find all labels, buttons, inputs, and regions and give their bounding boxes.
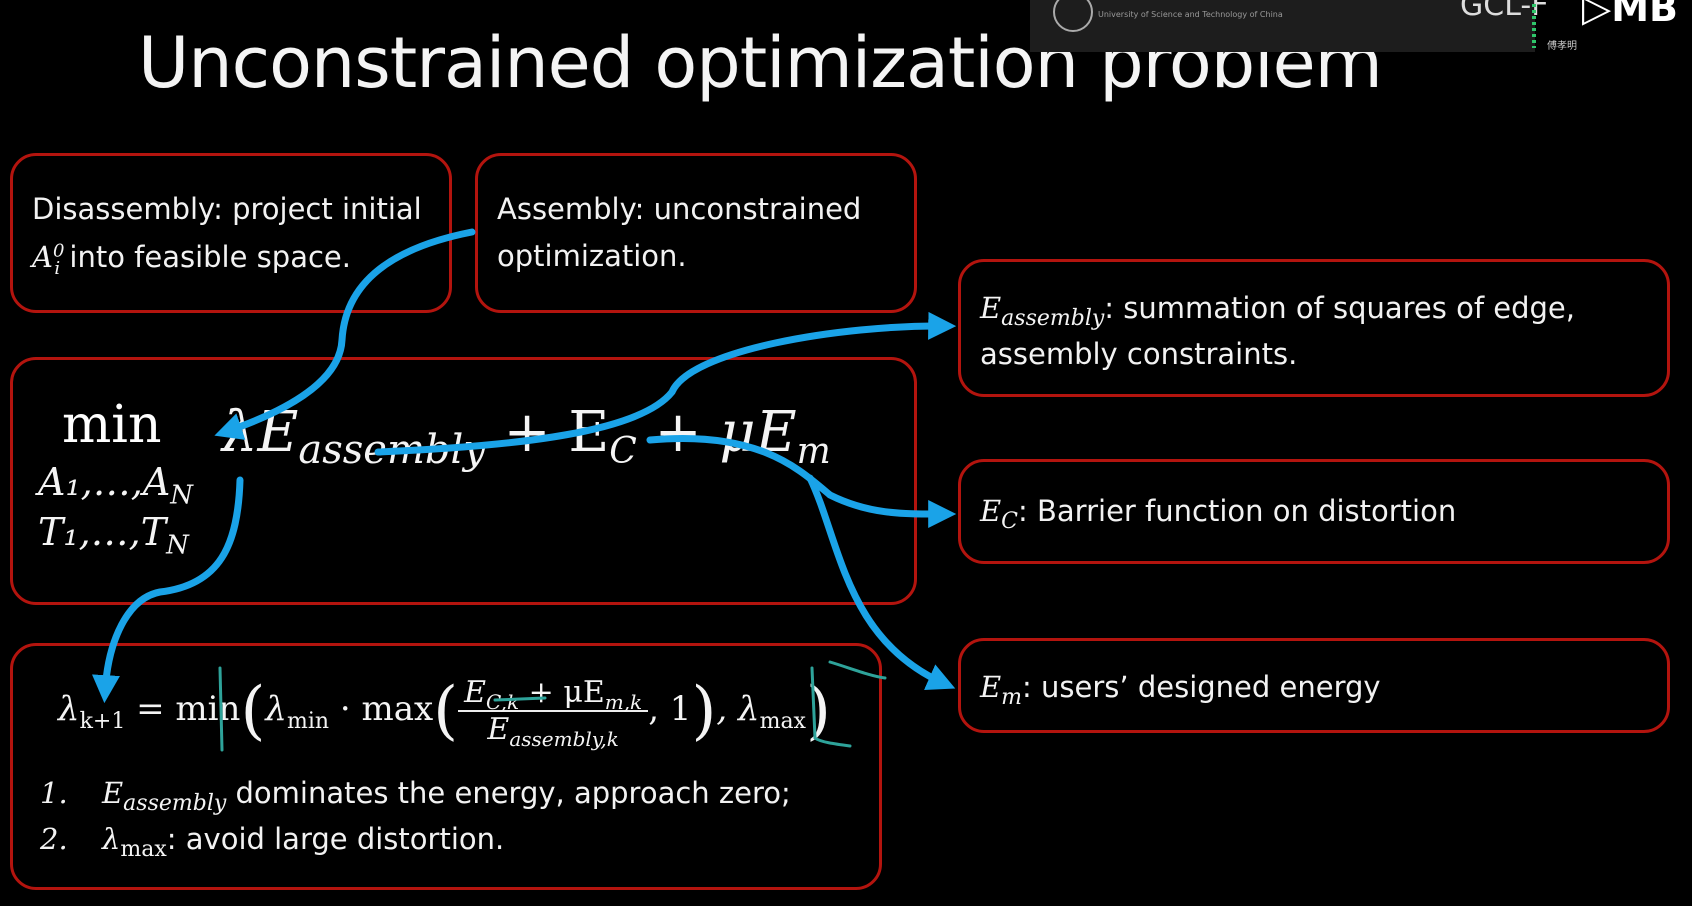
speaker-name: 傅孝明 (1547, 41, 1577, 52)
video-overlay-bar (1030, 0, 1535, 52)
bilibili-logo-icon: ▷ΜΒ (1582, 0, 1679, 30)
list-item-1: 1.Eassembly dominates the energy, approa… (40, 776, 791, 816)
disassembly-box (10, 153, 452, 313)
assembly-line2: optimization. (497, 239, 687, 273)
objective-vars-t: T₁,…,TN (38, 510, 189, 561)
em-box (958, 638, 1670, 733)
ec-text: EC: Barrier function on distortion (980, 494, 1457, 534)
lab-label: GCL-F (1460, 0, 1549, 23)
a-variable: A (32, 240, 53, 274)
eassembly-box (958, 259, 1670, 397)
university-logo-icon (1053, 0, 1093, 32)
objective-vars-a: A₁,…,AN (38, 460, 194, 511)
disassembly-line2: A0i into feasible space. (32, 240, 351, 279)
em-text: Em: users’ designed energy (980, 670, 1381, 710)
disassembly-line1: Disassembly: project initial (32, 192, 422, 226)
ec-box (958, 459, 1670, 564)
lambda-update-box (10, 643, 882, 890)
audio-meter-icon (1532, 4, 1536, 48)
eassembly-line2: assembly constraints. (980, 337, 1298, 371)
assembly-line1: Assembly: unconstrained (497, 192, 862, 226)
list-item-2: 2.λmax: avoid large distortion. (40, 822, 505, 862)
eassembly-line1: Eassembly: summation of squares of edge, (980, 291, 1575, 331)
objective-expression: λEassembly + EC + μEm (222, 400, 831, 474)
university-name: University of Science and Technology of … (1098, 10, 1283, 19)
objective-min: min (62, 395, 162, 455)
assembly-box (475, 153, 917, 313)
